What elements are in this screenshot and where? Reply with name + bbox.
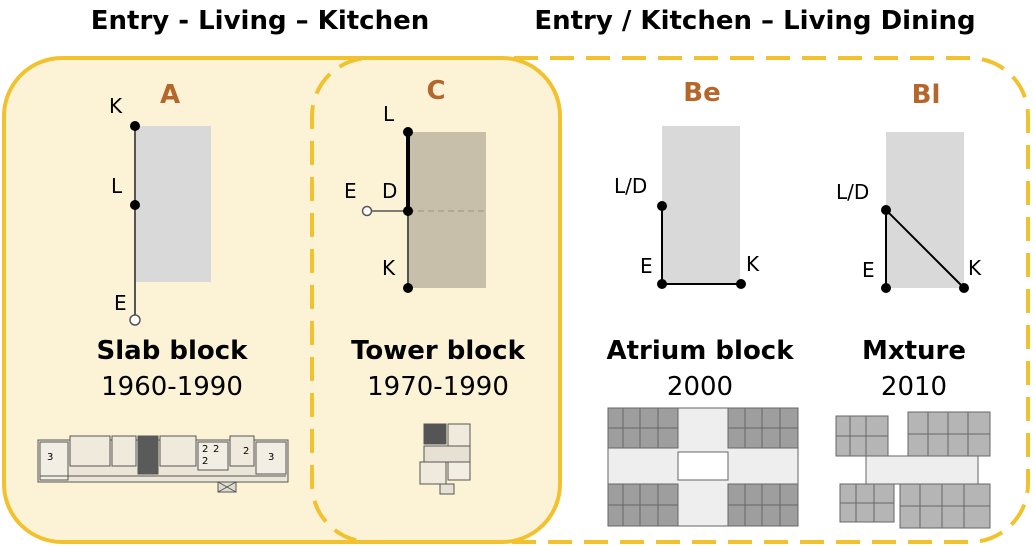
type-code-bl: Bl bbox=[911, 80, 941, 110]
heading-entry-living-kitchen: Entry - Living – Kitchen bbox=[90, 6, 430, 36]
node-label-be-ld: L/D bbox=[614, 174, 648, 198]
period-slab-block: 1960-1990 bbox=[101, 372, 243, 402]
block-a bbox=[135, 126, 211, 282]
node-be-k bbox=[736, 279, 746, 289]
node-a-e bbox=[129, 314, 141, 326]
plan-number: 3 bbox=[47, 452, 54, 463]
floorplan-slab-block bbox=[37, 435, 289, 493]
node-a-l bbox=[130, 200, 140, 210]
node-label-a-k: K bbox=[109, 94, 123, 118]
node-label-be-k: K bbox=[746, 252, 760, 276]
node-label-bl-k: K bbox=[968, 256, 982, 280]
node-label-c-d: D bbox=[382, 179, 398, 203]
diagram-c bbox=[361, 127, 486, 293]
node-label-c-k: K bbox=[382, 256, 396, 280]
node-c-k bbox=[403, 283, 413, 293]
node-c-e bbox=[361, 205, 373, 217]
frame-entry-kitchen-living-dining bbox=[310, 56, 1030, 544]
node-label-c-l: L bbox=[383, 102, 395, 126]
plan-number: 2 bbox=[243, 446, 250, 457]
floorplan-atrium-block bbox=[607, 407, 799, 527]
block-bl bbox=[886, 132, 964, 288]
diagram-a bbox=[129, 121, 211, 326]
type-name-mxture: Mxture bbox=[861, 336, 967, 366]
period-atrium-block: 2000 bbox=[666, 372, 734, 402]
plan-number: 2 bbox=[202, 456, 209, 467]
diagram-bl bbox=[881, 132, 969, 293]
node-label-a-l: L bbox=[111, 174, 123, 198]
type-name-atrium-block: Atrium block bbox=[606, 336, 794, 366]
plan-number: 2 bbox=[213, 444, 220, 455]
node-c-d bbox=[403, 206, 413, 216]
node-be-e bbox=[657, 279, 667, 289]
node-bl-k bbox=[959, 283, 969, 293]
block-be bbox=[662, 126, 740, 284]
type-name-tower-block: Tower block bbox=[351, 336, 525, 366]
node-label-bl-ld: L/D bbox=[836, 180, 870, 204]
block-c bbox=[408, 132, 486, 288]
plan-number: 3 bbox=[268, 452, 275, 463]
floorplan-mixture bbox=[835, 411, 991, 529]
period-mxture: 2010 bbox=[880, 372, 948, 402]
plan-number: 2 bbox=[202, 444, 209, 455]
node-a-k bbox=[130, 121, 140, 131]
node-be-ld bbox=[657, 201, 667, 211]
node-c-l bbox=[403, 127, 413, 137]
node-label-be-e: E bbox=[640, 254, 653, 278]
type-code-c: C bbox=[426, 76, 446, 106]
type-code-be: Be bbox=[683, 78, 721, 108]
heading-entry-kitchen-living-dining: Entry / Kitchen – Living Dining bbox=[534, 6, 976, 36]
node-label-a-e: E bbox=[114, 291, 127, 315]
node-label-bl-e: E bbox=[862, 258, 875, 282]
diagram-be bbox=[657, 126, 746, 289]
node-bl-ld bbox=[881, 205, 891, 215]
type-name-slab-block: Slab block bbox=[96, 336, 248, 366]
node-label-c-e: E bbox=[344, 179, 357, 203]
type-code-a: A bbox=[159, 80, 181, 110]
node-bl-e bbox=[881, 283, 891, 293]
period-tower-block: 1970-1990 bbox=[367, 372, 509, 402]
floorplan-tower-block bbox=[419, 423, 471, 495]
